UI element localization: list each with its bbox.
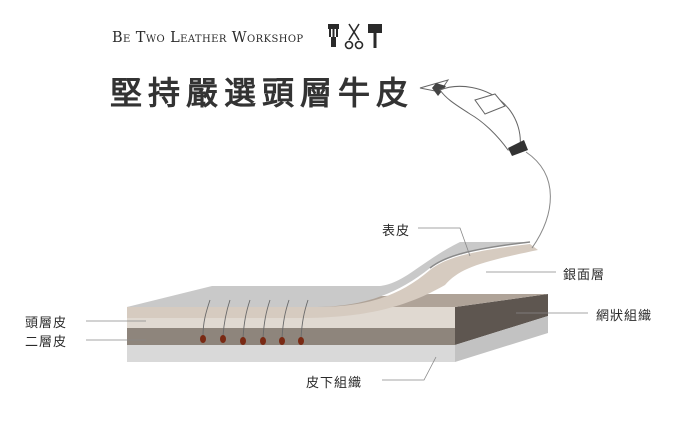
scissors-icon xyxy=(344,23,364,50)
stamp-tool-icon xyxy=(328,24,339,47)
tool-icons xyxy=(328,23,382,50)
brand-name: Be Two Leather Workshop xyxy=(112,30,304,46)
leader-subcutaneous xyxy=(382,356,437,381)
cable-line xyxy=(525,151,551,249)
slab-right-side-lower xyxy=(455,316,548,362)
surface-edge-line xyxy=(429,241,531,269)
slab-right-side-upper xyxy=(455,294,548,345)
label-top-grain: 頭層皮 xyxy=(25,316,68,331)
split-layer-front-face xyxy=(127,328,455,345)
top-grain-top-surface xyxy=(127,242,530,307)
headline: 堅持嚴選頭層牛皮 xyxy=(110,74,415,112)
leader-surface xyxy=(418,227,471,257)
top-grain-curl xyxy=(127,244,538,318)
label-reticular-tissue: 網狀組織 xyxy=(596,309,653,324)
label-grain-layer: 銀面層 xyxy=(563,268,606,283)
label-subcutaneous: 皮下組織 xyxy=(306,376,363,391)
hand-with-knife-icon xyxy=(419,79,528,156)
hair-follicles xyxy=(202,299,309,339)
mallet-icon xyxy=(368,24,382,48)
label-split-layer: 二層皮 xyxy=(25,335,68,350)
label-surface: 表皮 xyxy=(382,224,411,239)
subcutaneous-front-face xyxy=(127,345,455,362)
follicle-roots xyxy=(200,335,304,345)
